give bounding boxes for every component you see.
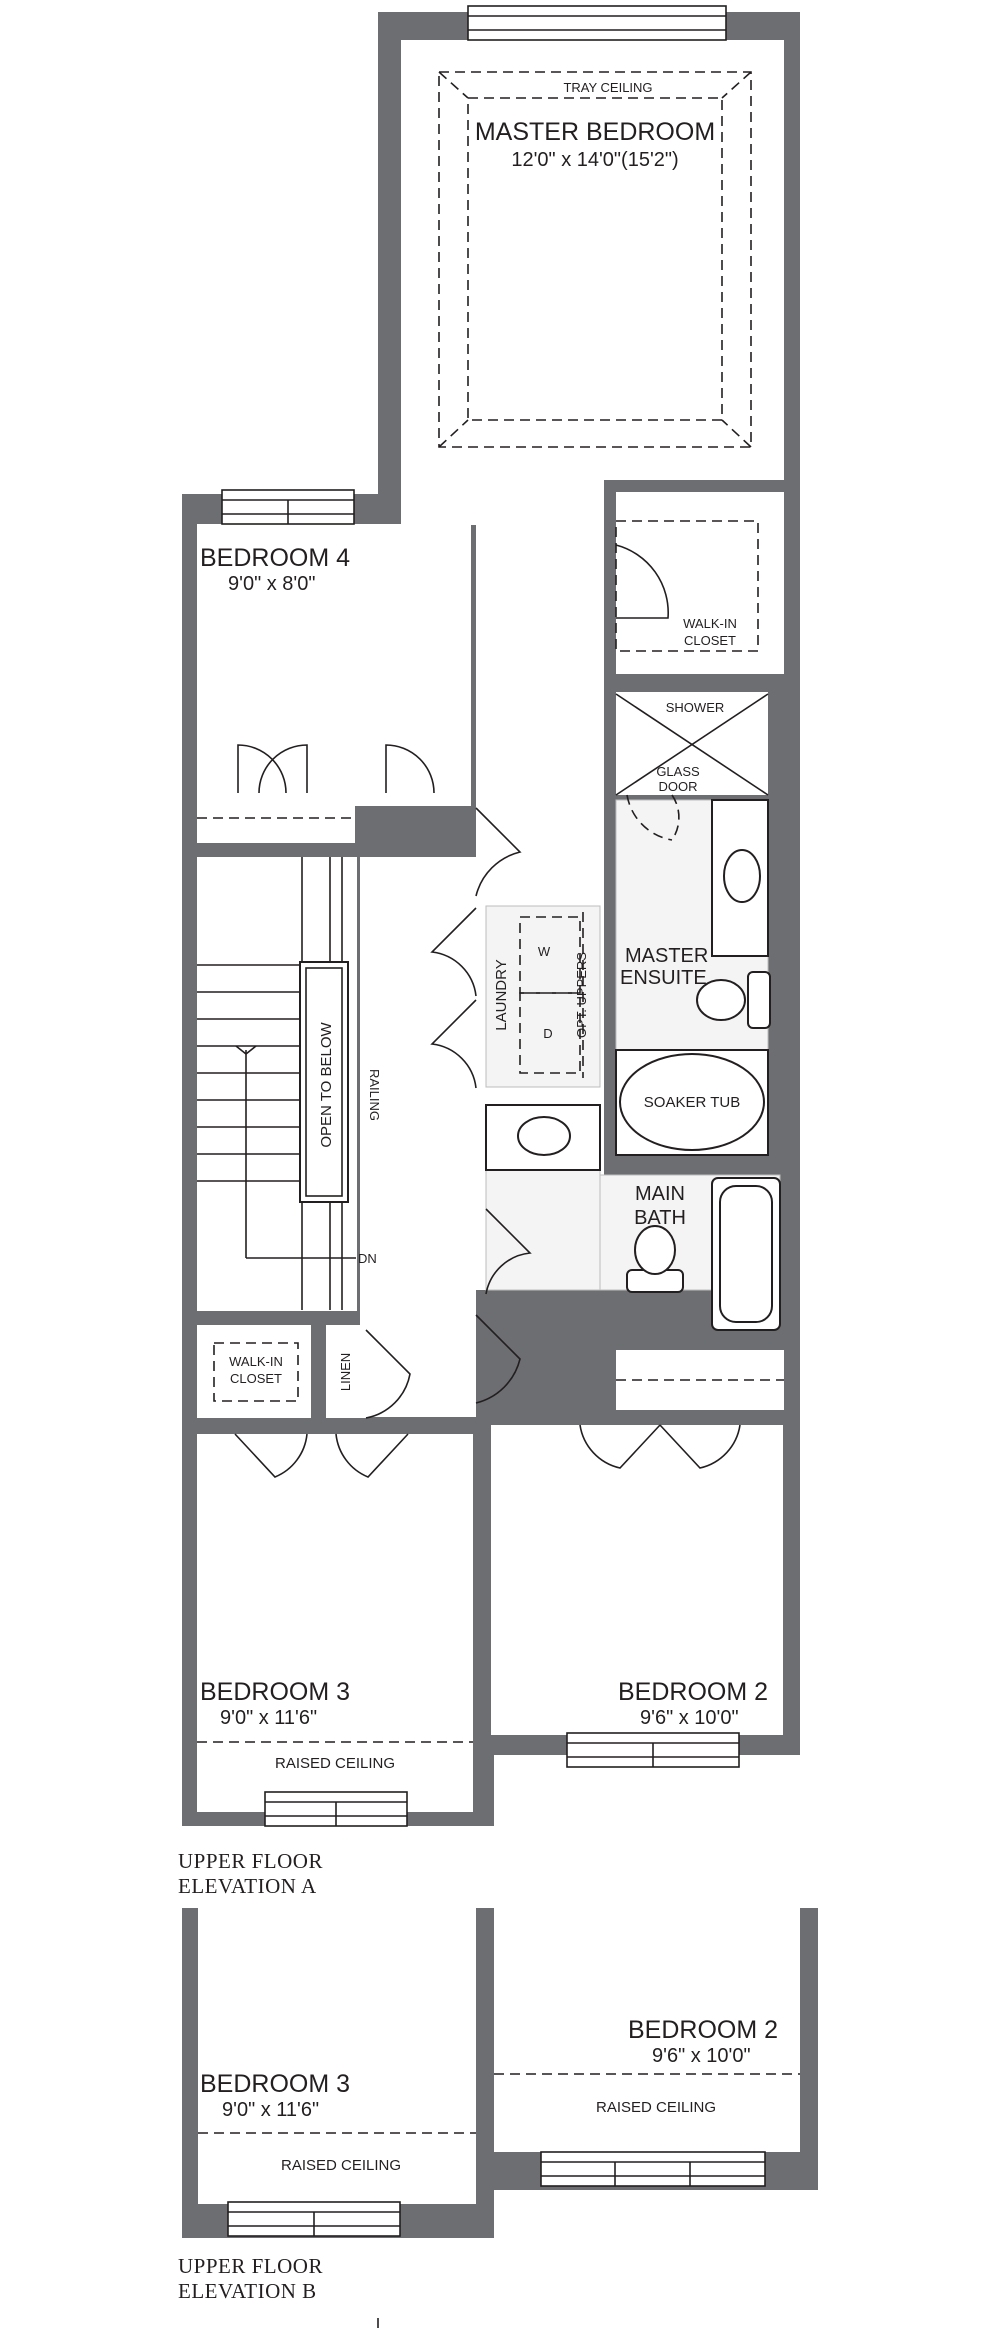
- master-bedroom-name: MASTER BEDROOM: [475, 118, 715, 146]
- b-bedroom2-dims: 9'6" x 10'0": [652, 2045, 751, 2067]
- main-sink: [517, 1116, 571, 1156]
- elevation-a-plan: [182, 5, 800, 1827]
- b-bedroom3-name: BEDROOM 3: [200, 2070, 350, 2098]
- door-swings: [234, 744, 741, 1478]
- main-bath-fixtures: [485, 1104, 781, 1331]
- tray-ceiling: [438, 71, 752, 448]
- laundry-machines: [519, 912, 584, 1078]
- ensuite-fixtures: [615, 799, 771, 1156]
- linen-label: LINEN: [338, 1353, 353, 1391]
- hallway-area: [360, 857, 476, 1417]
- glass-door-l1: GLASS: [656, 764, 700, 779]
- dryer-label: D: [543, 1026, 552, 1041]
- b-bedroom2-ceiling: RAISED CEILING: [596, 2099, 716, 2116]
- toilet-tank: [747, 971, 771, 1029]
- walk-in-closet-bed3-l2: CLOSET: [230, 1371, 282, 1386]
- master-ensuite-l2: ENSUITE: [620, 967, 707, 989]
- master-closet-details: [615, 520, 759, 652]
- bedroom3-name: BEDROOM 3: [200, 1678, 350, 1706]
- master-bedroom-dims: 12'0" x 14'0"(15'2"): [511, 149, 678, 171]
- walk-in-closet-master-l2: CLOSET: [684, 633, 736, 648]
- soaker-tub-label: SOAKER TUB: [644, 1094, 740, 1111]
- elevation-b-title-l1: UPPER FLOOR: [178, 2254, 323, 2278]
- soaker-tub: [619, 1053, 765, 1151]
- elevation-b-title-l2: ELEVATION B: [178, 2279, 317, 2303]
- master-closet-area: [616, 492, 784, 674]
- open-to-below-label: OPEN TO BELOW: [318, 1022, 335, 1148]
- staircase: [197, 857, 356, 1310]
- b-bedroom3-dims: 9'0" x 11'6": [222, 2099, 319, 2121]
- stair-dn-label: DN: [358, 1251, 377, 1266]
- walk-in-closet-master-l1: WALK-IN: [683, 616, 737, 631]
- elevation-a-title-l1: UPPER FLOOR: [178, 1849, 323, 1873]
- bedroom3-ceiling: RAISED CEILING: [275, 1755, 395, 1772]
- tray-ceiling-label: TRAY CEILING: [563, 80, 652, 95]
- windows-b: [227, 2151, 766, 2237]
- b-bedroom2-name: BEDROOM 2: [628, 2016, 778, 2044]
- windows: [221, 5, 740, 1827]
- ensuite-sink: [723, 849, 761, 903]
- open-to-below-void: [299, 961, 349, 1203]
- labels-elevation-b: BEDROOM 3 9'0" x 11'6" RAISED CEILING BE…: [178, 2016, 778, 2303]
- bed3-closet-area: [197, 1325, 311, 1418]
- elevation-a-title-l2: ELEVATION A: [178, 1874, 317, 1898]
- washer-label: W: [538, 944, 551, 959]
- bedroom3-area: [197, 1434, 473, 1812]
- bedroom2-area: [491, 1425, 783, 1735]
- room-interiors: [197, 40, 784, 1812]
- b-bedroom3-ceiling: RAISED CEILING: [281, 2157, 401, 2174]
- labels-elevation-a: TRAY CEILING MASTER BEDROOM 12'0" x 14'0…: [178, 80, 768, 1898]
- bedroom2-dims: 9'6" x 10'0": [640, 1707, 739, 1729]
- linen-area: [326, 1325, 366, 1418]
- walk-in-closet-bed3-l1: WALK-IN: [229, 1354, 283, 1369]
- opt-uppers-label: OPT. UPPERS: [574, 952, 589, 1038]
- railing-label: RAILING: [367, 1069, 382, 1121]
- bedroom3-dims: 9'0" x 11'6": [220, 1707, 317, 1729]
- laundry-label: LAUNDRY: [493, 959, 510, 1030]
- bedroom4-dims: 9'0" x 8'0": [228, 573, 315, 595]
- main-bath-l1: MAIN: [635, 1183, 685, 1205]
- toilet-bowl: [696, 979, 746, 1021]
- bedroom2-name: BEDROOM 2: [618, 1678, 768, 1706]
- elevation-b-plan: [182, 1900, 818, 2328]
- shower-fixture: [615, 693, 769, 841]
- shower-label: SHOWER: [666, 700, 725, 715]
- master-ensuite-l1: MASTER: [625, 945, 708, 967]
- main-bath-l2: BATH: [634, 1207, 686, 1229]
- glass-door-l2: DOOR: [659, 779, 698, 794]
- closet-shelves: [197, 817, 784, 1402]
- laundry-area: [485, 905, 601, 1088]
- bedroom4-area: [197, 524, 471, 806]
- bedroom4-name: BEDROOM 4: [200, 544, 350, 572]
